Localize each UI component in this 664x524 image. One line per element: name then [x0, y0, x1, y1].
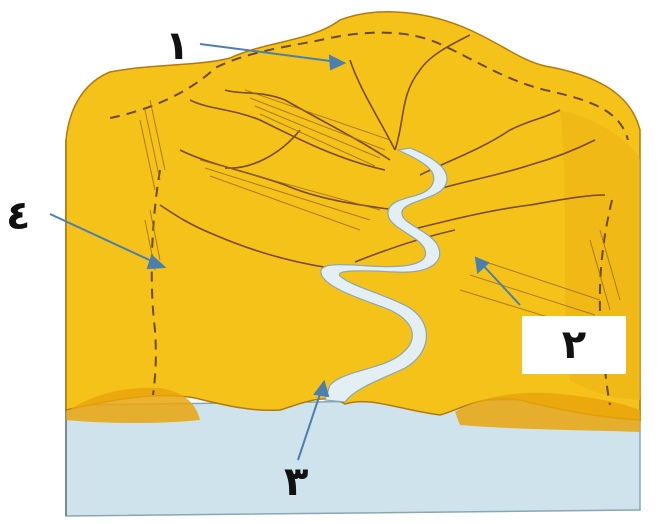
label-2: ٢	[562, 325, 586, 365]
label-2-box: ٢	[522, 316, 626, 374]
label-4: ٤	[6, 196, 30, 236]
label-1: ١	[165, 26, 189, 66]
label-3: ٣	[284, 462, 308, 502]
